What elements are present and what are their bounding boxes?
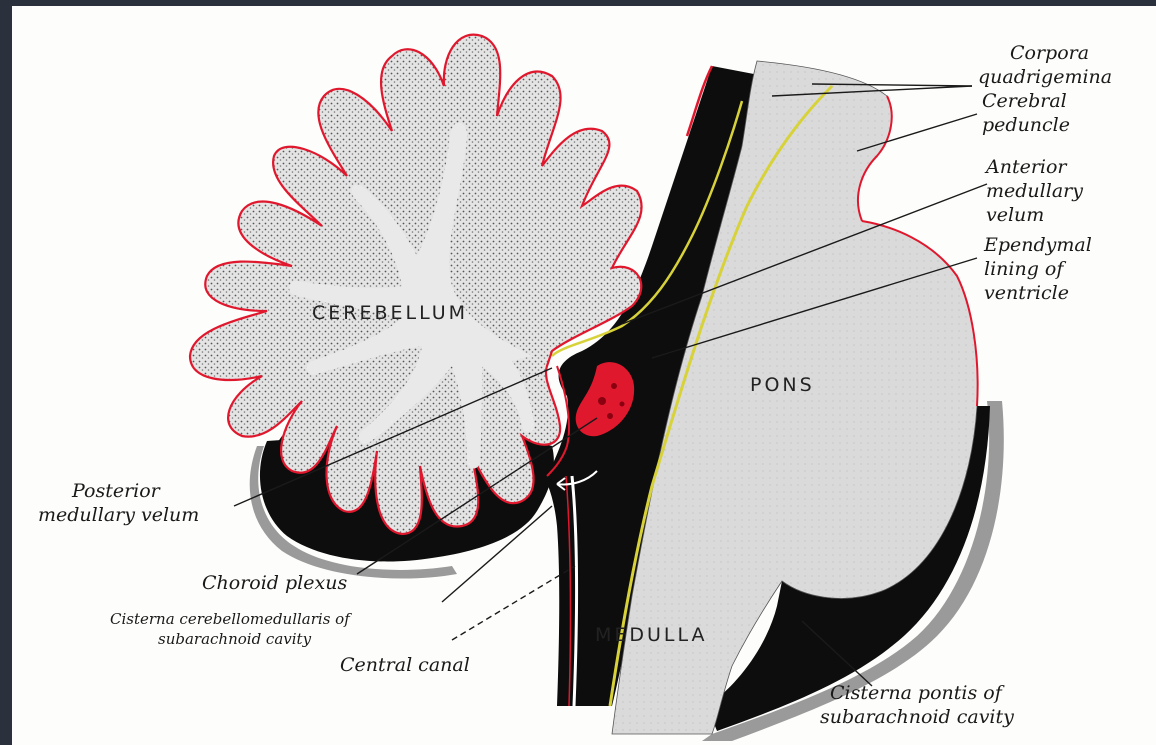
cerebral-label-1: Cerebral (982, 90, 1067, 112)
pons-label: PONS (750, 374, 815, 396)
ependymal-label-3: ventricle (984, 282, 1069, 304)
medulla-label: MEDULLA (595, 624, 708, 646)
posterior-label-2: medullary velum (38, 504, 199, 526)
cerebellum-label: CEREBELLUM (312, 302, 468, 324)
cisterna-cm-label-2: subarachnoid cavity (158, 630, 311, 648)
anterior-label-3: velum (986, 204, 1044, 226)
choroid-label: Choroid plexus (202, 572, 347, 594)
posterior-label-1: Posterior (72, 480, 160, 502)
cisterna-p-label-2: subarachnoid cavity (820, 706, 1014, 728)
cisterna-cm-label-1: Cisterna cerebellomedullaris of (110, 610, 350, 628)
figure-frame: CEREBELLUM PONS MEDULLA Corpora quadrige… (12, 6, 1156, 745)
central-canal-label: Central canal (340, 654, 470, 676)
anterior-label-2: medullary (986, 180, 1083, 202)
anterior-label-1: Anterior (986, 156, 1067, 178)
cerebral-label-2: peduncle (982, 114, 1070, 136)
ependymal-label-1: Ependymal (984, 234, 1092, 256)
cisterna-p-label-1: Cisterna pontis of (830, 682, 1002, 704)
corpora-label-1: Corpora (1010, 42, 1089, 64)
corpora-label-2: quadrigemina (978, 66, 1112, 88)
ependymal-label-2: lining of (984, 258, 1063, 280)
